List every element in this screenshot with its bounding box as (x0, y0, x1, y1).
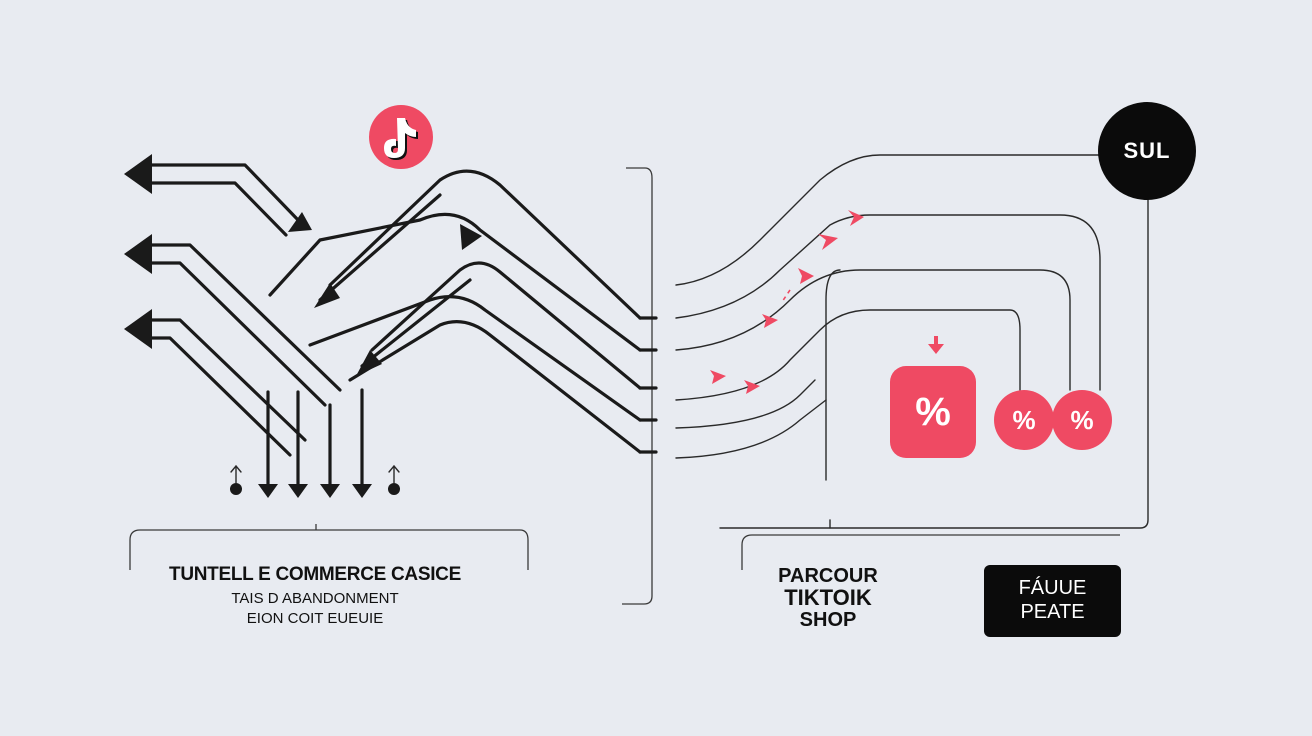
discount-percent-tag-big: % (890, 366, 976, 458)
arrow-head-left-2 (124, 234, 152, 274)
arrow-head-4 (460, 224, 482, 250)
pin-dot-right (388, 483, 400, 495)
arrow-head-3 (356, 350, 382, 376)
middle-label: PARCOUR TIKTOIK SHOP (748, 565, 908, 631)
red-arrow-3 (798, 268, 814, 284)
pin-dot-left (230, 483, 242, 495)
left-subtitle-1: TAIS D ABANDONMENT (231, 590, 399, 607)
left-title: TUNTELL E COMMERCE CASICE (169, 564, 461, 585)
middle-label-line3: SHOP (799, 609, 857, 631)
down-arrow-2 (288, 484, 308, 498)
red-arrow-down (928, 344, 944, 354)
middle-label-line1: PARCOUR (778, 565, 878, 587)
left-bracket (129, 529, 529, 570)
tiktok-note-icon (369, 105, 433, 169)
red-arrow-2 (818, 234, 838, 250)
red-arrow-1 (848, 210, 864, 226)
right-dark-badge: FÁUUE PEATE (984, 565, 1121, 637)
right-badge-line2: PEATE (1020, 601, 1085, 623)
discount-percent-tag-2: % (1052, 390, 1112, 450)
center-ticks (638, 316, 658, 454)
left-funnel-arrows (124, 154, 642, 498)
arrow-head-left-3 (124, 309, 152, 349)
arrow-head-left-1 (124, 154, 152, 194)
right-badge-line1: FÁUUE (1018, 577, 1087, 599)
left-subtitle-2: EION COIT EUEUIE (246, 610, 384, 627)
red-arrow-6 (744, 380, 760, 394)
down-arrow-3 (320, 484, 340, 498)
red-arrow-5 (710, 370, 726, 384)
middle-label-line2: TIKTOIK (784, 585, 872, 610)
red-arrow-down-stem (934, 336, 938, 344)
down-arrow-1 (258, 484, 278, 498)
down-arrow-4 (352, 484, 372, 498)
discount-percent-tag-1: % (994, 390, 1054, 450)
red-arrow-4 (762, 314, 778, 328)
right-flow-lines (675, 154, 1149, 529)
arrow-head-2 (314, 283, 340, 308)
right-bracket (741, 534, 1120, 570)
arrow-head-1 (288, 212, 312, 232)
brand-logo: SUL (1098, 102, 1196, 200)
red-arrows (710, 210, 944, 394)
